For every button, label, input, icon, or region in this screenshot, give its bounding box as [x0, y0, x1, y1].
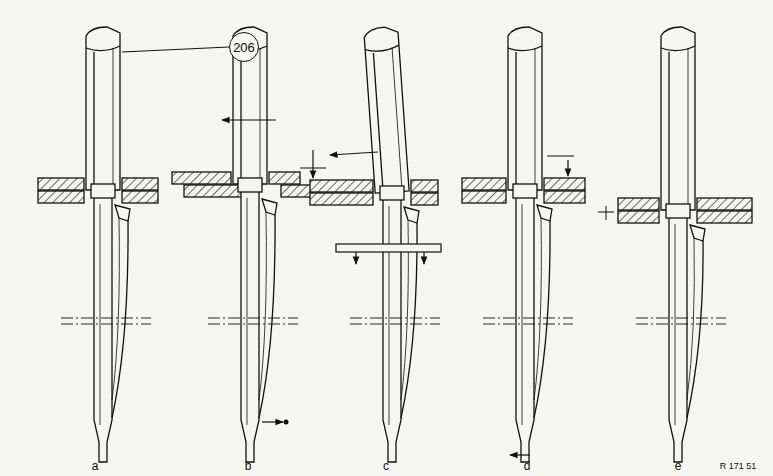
motion-arrow	[510, 454, 530, 455]
stage-letter: c	[383, 459, 389, 473]
motion-arrow	[567, 160, 568, 176]
figure-reference: R 171 51	[720, 461, 757, 471]
pin-stage	[172, 27, 312, 462]
pin-stage	[310, 26, 440, 462]
stage-letter: d	[524, 459, 531, 473]
motion-arrow	[312, 150, 313, 178]
pin-stage	[462, 27, 585, 462]
motion-arrow	[423, 252, 424, 264]
motion-arrow	[222, 119, 276, 120]
pin-stage	[618, 27, 752, 462]
callout-circle: 206	[229, 32, 259, 62]
leader-line	[122, 47, 229, 52]
callout-number: 206	[233, 40, 255, 55]
motion-arrow	[262, 421, 283, 422]
stage-letter: e	[675, 459, 682, 473]
stage-letter: b	[245, 459, 252, 473]
motion-arrow	[330, 152, 378, 155]
motion-arrow	[355, 252, 356, 264]
stage-letter: a	[92, 459, 99, 473]
pin-stage	[38, 27, 158, 462]
